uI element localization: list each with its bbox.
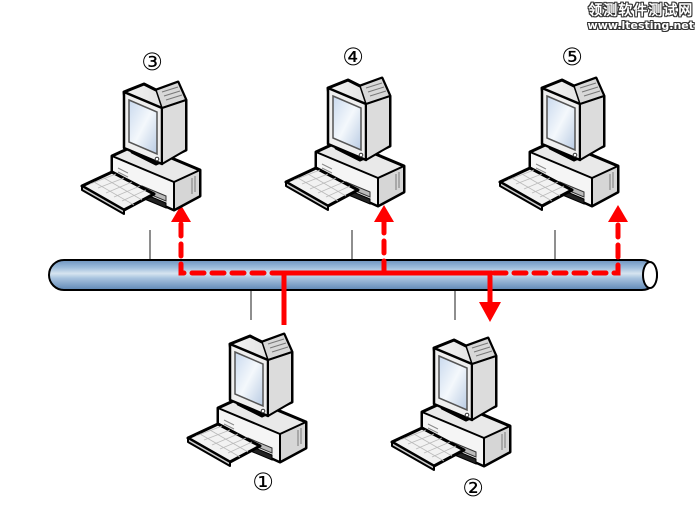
computer-icon — [284, 76, 406, 212]
node-1: ① — [186, 332, 308, 496]
computer-icon — [186, 332, 308, 468]
computer-icon — [80, 80, 202, 216]
site-watermark: 领测软件测试网 www.ltesting.net — [588, 3, 694, 32]
computer-icon — [498, 76, 620, 212]
node-label-2: ② — [462, 474, 484, 502]
signal-path-1-to-3 — [178, 219, 287, 276]
arrowhead-to-node-2 — [479, 302, 501, 322]
drop-cables — [149, 230, 556, 320]
arrowhead-to-node-4 — [374, 205, 394, 222]
watermark-url: www.ltesting.net — [587, 19, 694, 32]
watermark-title: 领测软件测试网 — [588, 3, 694, 19]
arrowhead-to-node-5 — [608, 205, 628, 222]
signal-path-1-to-5 — [491, 219, 621, 276]
arrowhead-to-node-3 — [171, 205, 191, 222]
node-label-4: ④ — [342, 43, 364, 71]
signal-path-1-to-2 — [281, 270, 493, 325]
node-5: ⑤ — [498, 43, 620, 212]
bus-cable-end — [642, 261, 658, 289]
node-label-1: ① — [252, 468, 274, 496]
node-label-5: ⑤ — [561, 43, 583, 71]
node-4: ④ — [284, 43, 406, 212]
node-2: ② — [390, 336, 512, 502]
node-label-3: ③ — [141, 48, 163, 76]
signal-paths — [171, 205, 628, 325]
node-3: ③ — [80, 48, 202, 216]
computer-icon — [390, 336, 512, 472]
